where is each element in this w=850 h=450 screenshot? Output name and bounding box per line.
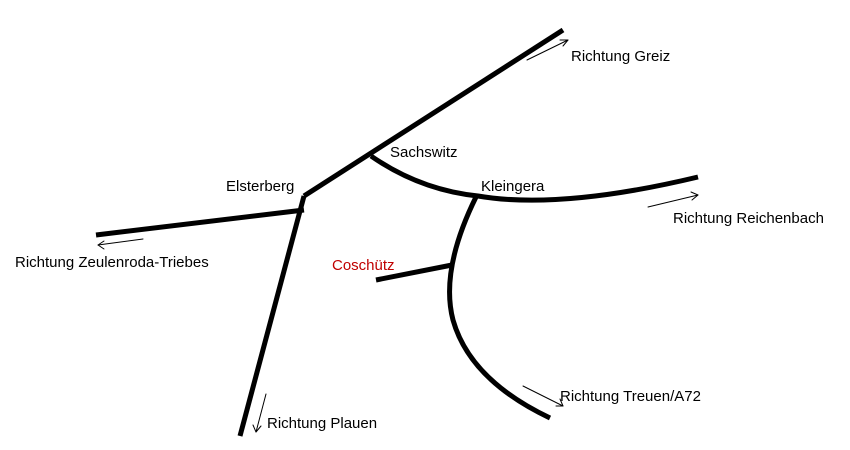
road-coschuetz-branch (375, 262, 453, 283)
label-richtung-greiz: Richtung Greiz (571, 48, 670, 65)
arrow-plauen (252, 393, 267, 433)
road-kleingera-treuen (447, 195, 552, 421)
arrow-zeulenroda (97, 238, 144, 250)
label-richtung-zeulenroda: Richtung Zeulenroda-Triebes (15, 254, 209, 271)
label-richtung-reichenbach: Richtung Reichenbach (673, 210, 824, 227)
road-sachswitz-reichenbach (369, 153, 699, 203)
arrow-greiz (526, 39, 569, 61)
arrow-treuen (522, 385, 564, 407)
roads (95, 27, 699, 437)
label-coschuetz: Coschütz (332, 257, 395, 274)
label-kleingera: Kleingera (481, 178, 545, 195)
road-elsterberg-plauen (237, 195, 307, 437)
label-sachswitz: Sachswitz (390, 144, 458, 161)
road-elsterberg-zeulenroda (95, 207, 305, 238)
label-elsterberg: Elsterberg (226, 178, 294, 195)
direction-arrows (97, 39, 699, 433)
label-richtung-plauen: Richtung Plauen (267, 415, 377, 432)
label-richtung-treuen: Richtung Treuen/A72 (560, 388, 701, 405)
arrow-reichenbach (647, 191, 699, 208)
direction-labels: Richtung Greiz Richtung Reichenbach Rich… (15, 48, 824, 432)
road-elsterberg-greiz (302, 27, 565, 199)
place-labels: Elsterberg Sachswitz Kleingera Coschütz (226, 144, 545, 274)
